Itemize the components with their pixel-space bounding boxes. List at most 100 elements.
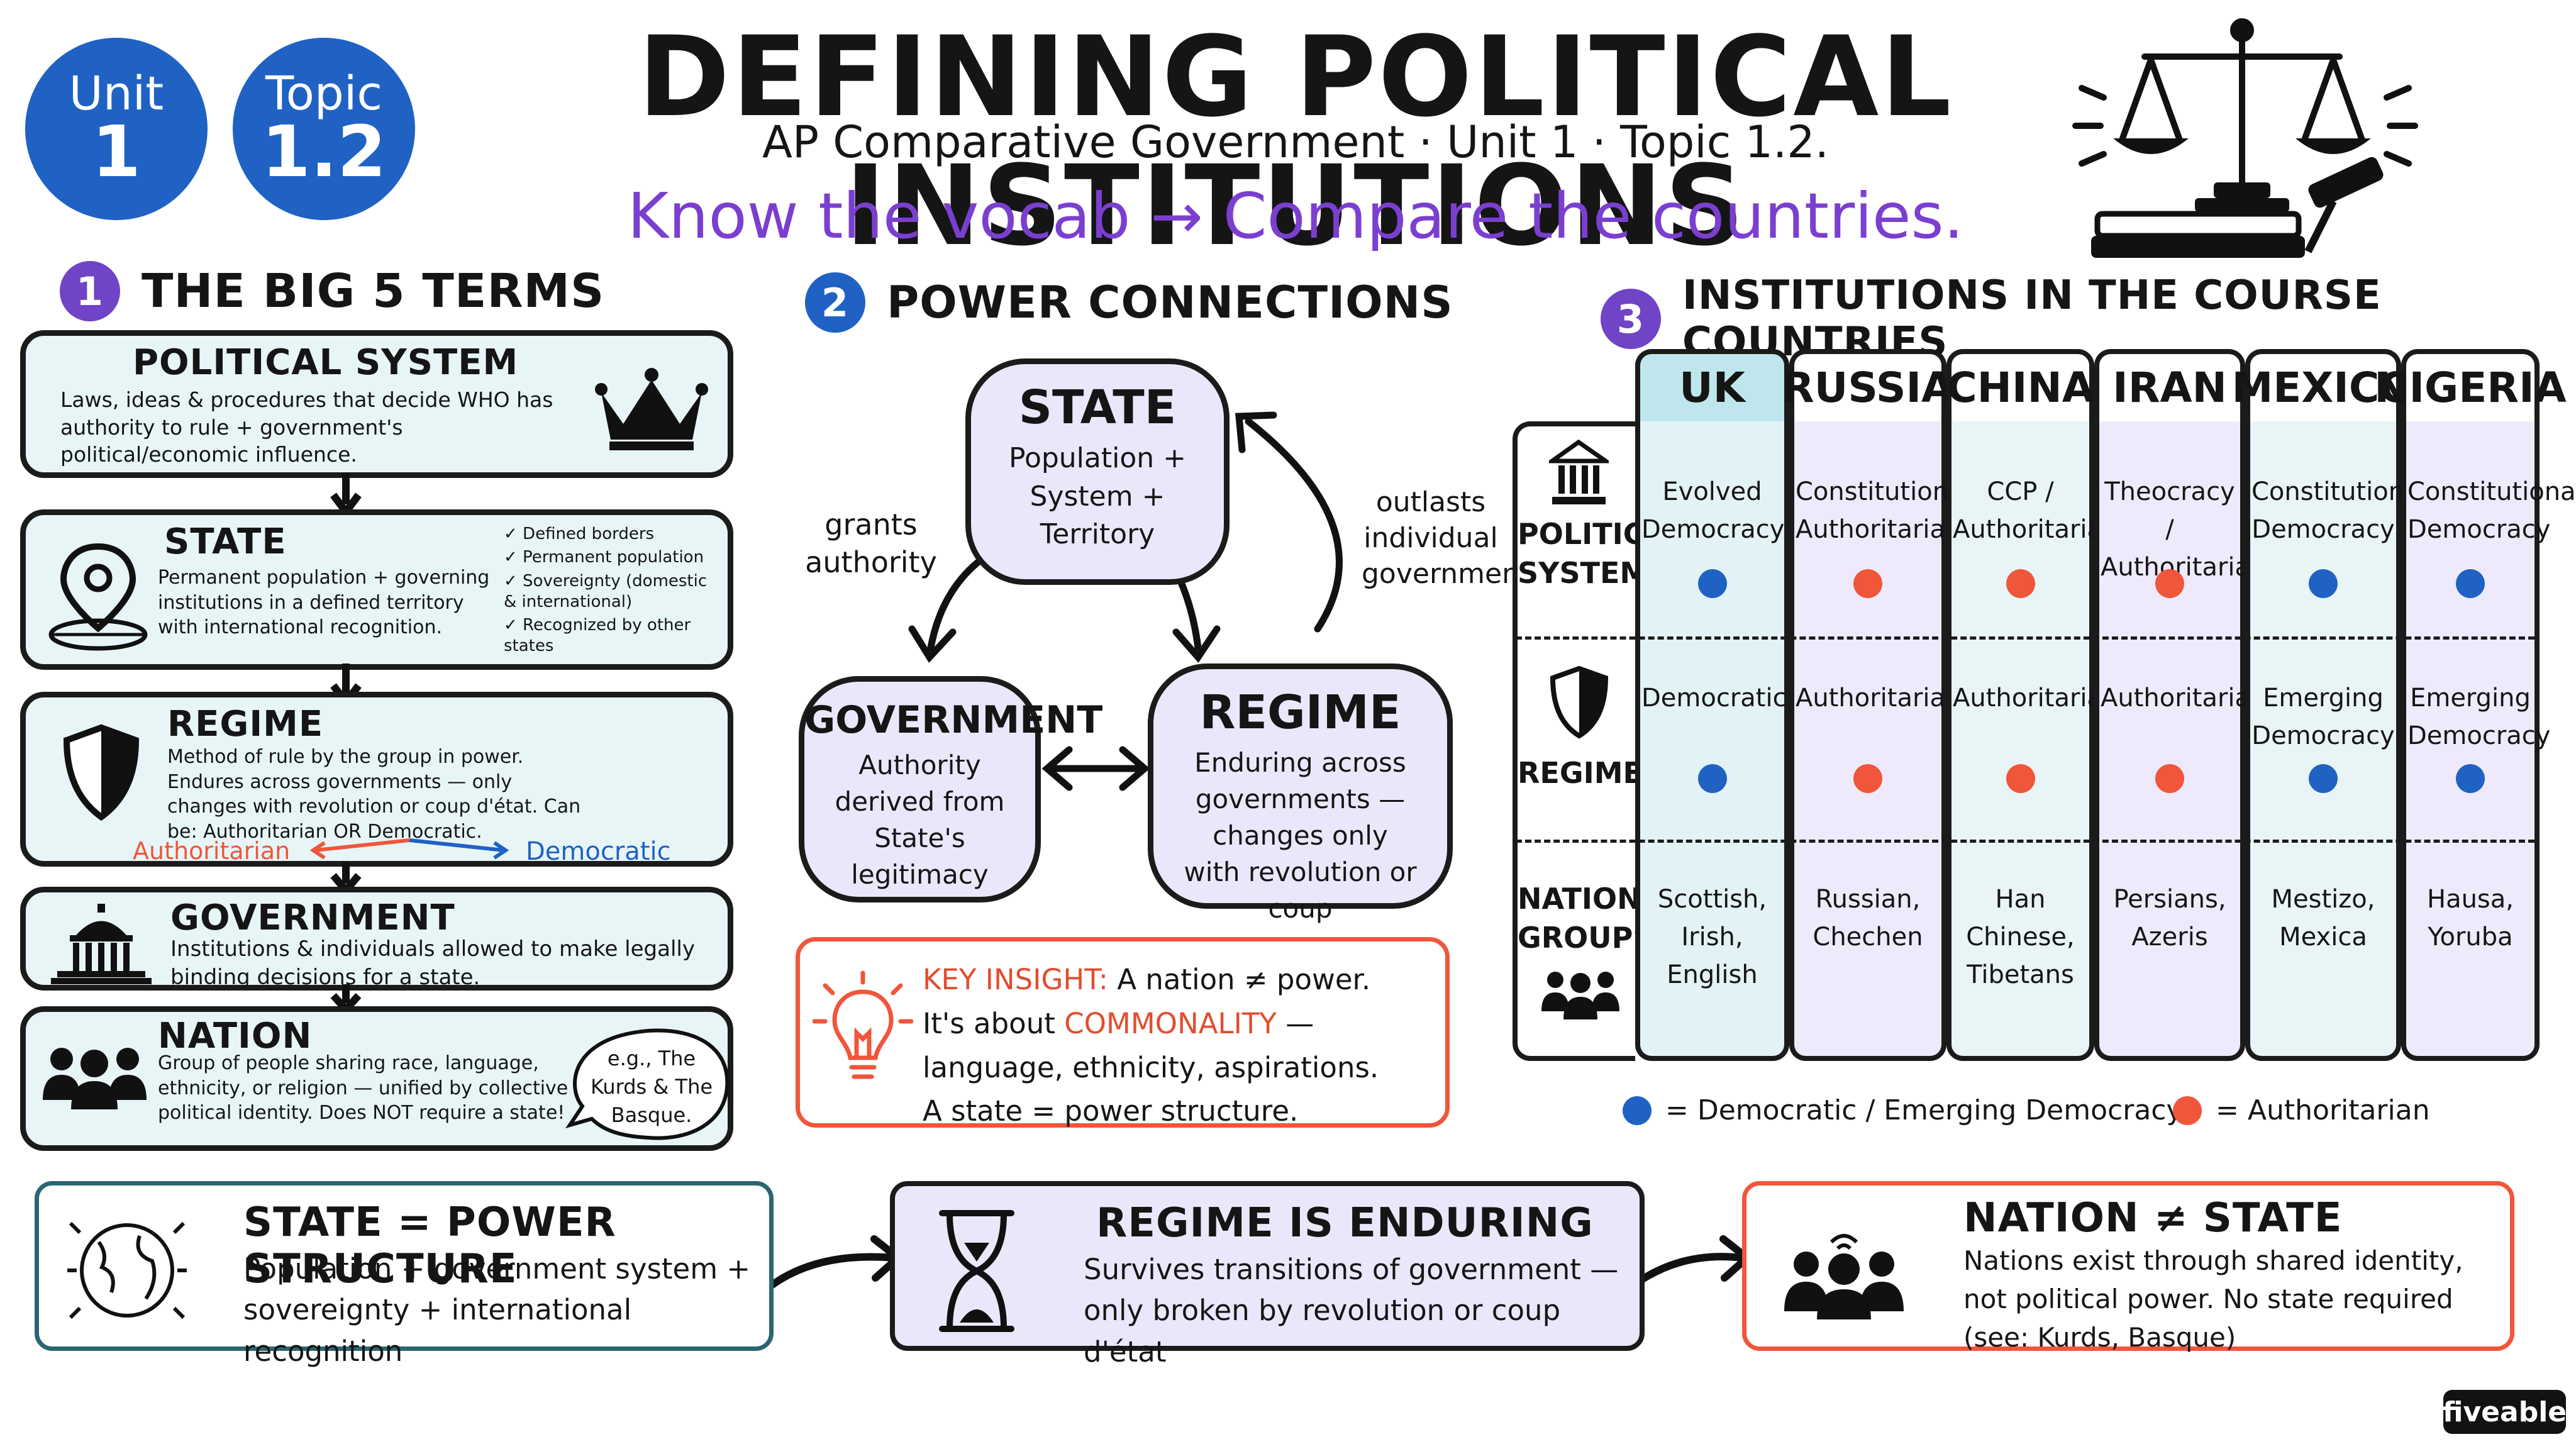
node-description: Enduring across governments — changes on… <box>1184 747 1417 924</box>
cell-nation-groups: Han Chinese, Tibetans <box>1966 885 2075 989</box>
node-description: Authority derived from State's legitimac… <box>835 750 1005 890</box>
unit-badge: Unit 1 <box>25 38 208 220</box>
column-body-iran <box>2094 421 2245 1061</box>
column-body-mexico <box>2245 421 2401 1061</box>
term-name: NATION <box>158 1016 313 1057</box>
row-label-political-system: POLITICAL SYSTEM <box>1518 517 1685 591</box>
cell-regime: Emerging Democracy <box>2251 684 2395 750</box>
key-insight-highlight: COMMONALITY <box>1064 1006 1277 1040</box>
takeaway-title: REGIME IS ENDURING <box>1096 1200 1594 1246</box>
cell-regime: Authoritarian <box>2101 684 2267 713</box>
node-title: GOVERNMENT <box>804 698 1103 742</box>
cell-political-system: Evolved Democracy <box>1641 477 1785 544</box>
key-insight-line2-rest: — language, ethnicity, aspirations. <box>923 1006 1379 1084</box>
speech-bubble <box>565 1028 730 1140</box>
institution-icon <box>1549 439 1609 504</box>
row-divider <box>1516 636 2534 640</box>
term-card-regime: REGIME Method of rule by the group in po… <box>20 692 733 867</box>
edge-label-outlasts: outlasts individual governments <box>1362 486 1545 591</box>
status-dot-political-system <box>2155 569 2184 598</box>
takeaway-card-state: STATE = POWER STRUCTURE Population + gov… <box>35 1181 774 1368</box>
hourglass-icon <box>939 1210 1014 1332</box>
term-description: Laws, ideas & procedures that decide WHO… <box>60 387 553 467</box>
spectrum-authoritarian-label: Authoritarian <box>133 837 291 865</box>
cell-political-system: Constitutional Democracy <box>2251 477 2427 544</box>
status-dot-political-system <box>2006 569 2035 598</box>
section1-title: THE BIG 5 TERMS <box>142 264 605 318</box>
state-criterion: ✓ Defined borders <box>504 525 655 543</box>
key-insight-line3: A state = power structure. <box>923 1094 1299 1128</box>
status-dot-regime <box>2006 764 2035 793</box>
page-subtitle: AP Comparative Government · Unit 1 · Top… <box>762 116 1829 168</box>
column-body-nigeria <box>2401 421 2540 1061</box>
row-label-regime: REGIME <box>1518 756 1643 790</box>
term-card-state: STATE Permanent population + governing i… <box>20 509 733 670</box>
section1-header: 1 THE BIG 5 TERMS <box>60 261 604 321</box>
location-pin-icon <box>48 543 148 651</box>
section2-header: 2 POWER CONNECTIONS <box>805 272 1453 333</box>
crown-icon <box>595 368 708 450</box>
state-criterion: ✓ Permanent population <box>504 548 704 567</box>
term-card-political-system: POLITICAL SYSTEM Laws, ideas & procedure… <box>20 330 733 478</box>
takeaway-card-regime: REGIME IS ENDURING Survives transitions … <box>890 1181 1645 1368</box>
row-divider <box>1516 840 2534 843</box>
cell-nation-groups: Mestizo, Mexica <box>2271 885 2375 952</box>
legend-authoritarian-label: = Authoritarian <box>2216 1094 2430 1126</box>
node-state: STATE Population + System + Territory <box>965 358 1230 585</box>
cell-political-system: Constitutional Authoritarian <box>1796 477 1971 544</box>
column-header-iran: IRAN <box>2094 349 2245 421</box>
edge-label-grants-authority: grants authority <box>805 508 937 579</box>
people-group-icon <box>1541 972 1619 1019</box>
section3-number: 3 <box>1601 289 1661 349</box>
cell-nation-groups: Russian, Chechen <box>1813 885 1923 952</box>
row-label-nation-groups: NATION GROUPS <box>1518 882 1654 955</box>
lightbulb-icon <box>813 970 913 1079</box>
topic-badge-value: 1.2 <box>261 111 387 193</box>
shield-icon <box>63 724 140 821</box>
cell-regime: Authoritarian <box>1796 684 1962 713</box>
term-name: GOVERNMENT <box>170 897 455 938</box>
takeaway-title: NATION ≠ STATE <box>1963 1195 2343 1241</box>
people-group-icon <box>1784 1234 1904 1319</box>
status-dot-regime <box>1697 764 1727 793</box>
term-description: Permanent population + governing institu… <box>158 567 490 639</box>
takeaway-description: Population + government system + soverei… <box>243 1252 751 1368</box>
state-criterion: ✓ Recognized by other states <box>504 616 691 656</box>
spectrum-democratic-label: Democratic <box>526 837 671 866</box>
status-dot-regime <box>2309 764 2338 793</box>
key-insight-box: KEY INSIGHT: A nation ≠ power. It's abou… <box>796 937 1450 1128</box>
capitol-building-icon <box>51 904 152 984</box>
term-name: STATE <box>164 521 287 562</box>
key-insight-line1: A nation ≠ power. <box>1117 963 1371 996</box>
term-description: Institutions & individuals allowed to ma… <box>170 936 695 990</box>
section2-number: 2 <box>805 272 865 333</box>
fiveable-logo: fiveable <box>2443 1390 2567 1434</box>
cell-regime: Emerging Democracy <box>2407 684 2551 750</box>
unit-badge-value: 1 <box>92 111 141 193</box>
topic-badge-label: Topic <box>265 67 383 121</box>
node-title: REGIME <box>1199 686 1401 740</box>
node-description: Population + System + Territory <box>1008 442 1187 551</box>
node-government: GOVERNMENT Authority derived from State'… <box>799 676 1103 902</box>
column-body-uk <box>1635 421 1789 1061</box>
term-card-government: GOVERNMENT Institutions & individuals al… <box>20 887 733 991</box>
scales-of-justice-icon <box>2072 18 2418 258</box>
legend-dot-authoritarian <box>2173 1096 2202 1125</box>
status-dot-regime <box>2155 764 2184 793</box>
takeaway-title: STATE = POWER STRUCTURE <box>243 1199 616 1292</box>
people-group-icon <box>43 1048 147 1109</box>
state-criterion: ✓ Sovereignty (domestic & international) <box>504 571 708 611</box>
takeaway-card-nation: NATION ≠ STATE Nations exist through sha… <box>1742 1181 2514 1353</box>
key-insight-label: KEY INSIGHT: <box>923 963 1108 996</box>
cell-political-system: CCP / Authoritarian <box>1953 477 2119 544</box>
node-regime: REGIME Enduring across governments — cha… <box>1148 663 1453 924</box>
legend-authoritarian: = Authoritarian <box>2173 1094 2430 1126</box>
column-body-china <box>1946 421 2094 1061</box>
nation-example-text: e.g., The Kurds & The Basque. <box>590 1046 713 1127</box>
table-row-headers: POLITICAL SYSTEM REGIME NATION GROUPS <box>1513 421 1685 1061</box>
state-criteria-list: ✓ Defined borders ✓ Permanent population… <box>504 524 724 660</box>
topic-badge: Topic 1.2 <box>233 38 415 220</box>
term-card-nation: NATION Group of people sharing race, lan… <box>20 1006 733 1151</box>
legend-democratic-label: = Democratic / Emerging Democracy <box>1665 1094 2183 1126</box>
legend-dot-democratic <box>1623 1096 1652 1125</box>
